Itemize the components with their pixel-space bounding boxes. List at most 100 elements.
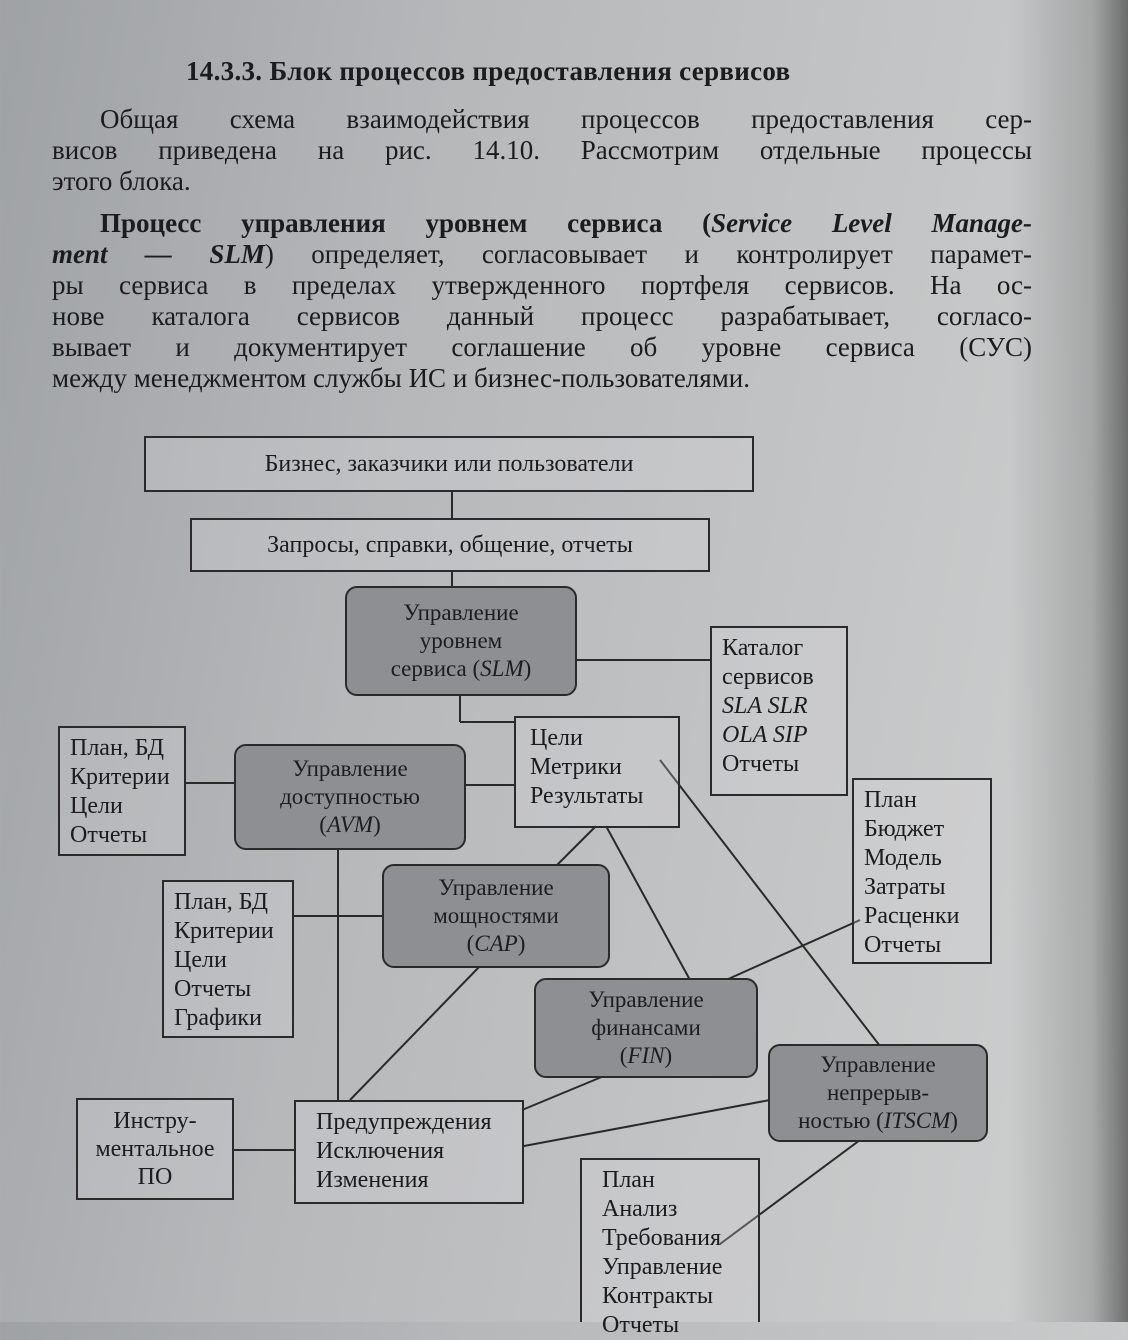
itscm-output-item: Анализ [602,1196,678,1222]
itscm-output-item: План [602,1167,655,1193]
avm-line: Управление [292,756,408,781]
goals-box: Цели Метрики Результаты [514,716,680,828]
cap-line: (CAP) [466,931,526,956]
avm-input-item: Отчеты [70,822,148,848]
cap-input-item: Цели [174,947,227,973]
paragraph-line-second: ment — SLM) определяет, согласовывает и … [52,239,1032,270]
alerts-box: Предупреждения Исключения Изменения [294,1100,524,1204]
avm-line: (AVM) [319,812,381,837]
fin-output-item: Модель [864,845,942,871]
section-heading: 14.3.3. Блок процессов предоставления се… [186,56,791,86]
itscm-line: ностью (ITSCM) [798,1107,958,1135]
fin-line: (FIN) [619,1043,673,1068]
slm-process: Управление уровнем сервиса (SLM) [345,586,577,696]
business-box: Бизнес, заказчики или пользователи [144,436,754,492]
paragraph-line: висов приведена на рис. 14.10. Рассмотри… [52,135,1032,165]
tools-line: ментальное [95,1136,215,1162]
fin-line: Управление [588,987,704,1012]
itscm-line: Управление [820,1052,936,1077]
catalog-item: OLA SIP [722,722,808,748]
fin-output-item: Отчеты [864,932,942,958]
paragraph-line: между менеджментом службы ИС и бизнес-по… [52,363,750,393]
page-edge-shadow [1008,0,1128,1322]
fin-output-item: Бюджет [864,816,945,842]
tools-box: Инстру- ментальное ПО [76,1098,234,1200]
tools-line: Инстру- [113,1108,197,1134]
itscm-output-item: Контракты [602,1283,714,1309]
cap-input-item: Критерии [174,918,274,944]
avm-inputs-box: План, БД Критерии Цели Отчеты [58,726,186,856]
slm-line: уровнем [419,628,503,653]
cap-inputs-box: План, БД Критерии Цели Отчеты Графики [162,880,294,1038]
catalog-item: SLA SLR [722,693,808,719]
slm-term-english-end: ment — SLM [52,239,265,269]
catalog-item: Отчеты [722,751,800,777]
connector [523,1099,771,1147]
avm-input-item: План, БД [70,735,165,761]
avm-process: Управление доступностью (AVM) [234,744,466,850]
connector [659,759,881,1047]
itscm-label-text: ностью ( [798,1108,884,1133]
itscm-abbr: ITSCM [883,1108,951,1133]
cap-input-item: План, БД [174,889,269,915]
connector [555,825,597,867]
requests-box: Запросы, справки, общение, отчеты [190,518,710,572]
fin-output-item: План [864,787,917,813]
alerts-item: Исключения [316,1138,445,1164]
slm-line: Управление [403,600,519,625]
tools-line: ПО [137,1164,173,1190]
avm-input-item: Критерии [70,764,170,790]
alerts-item: Предупреждения [316,1109,492,1135]
fin-output-item: Расценки [864,903,960,929]
paragraph-line: нове каталога сервисов данный процесс ра… [52,301,1032,331]
cap-process: Управление мощностями (CAP) [382,864,610,968]
slm-line: сервиса (SLM) [391,655,532,683]
itscm-outputs-box: План Анализ Требования Управление Контра… [580,1158,760,1338]
connector [605,825,691,981]
itscm-close: ) [950,1108,958,1133]
paragraph-intro: Общая схема взаимодействия процессов пре… [52,104,1032,197]
itscm-process: Управление непрерыв- ностью (ITSCM) [768,1044,988,1142]
slm-close: ) [523,656,532,681]
alerts-item: Изменения [316,1167,429,1193]
itscm-line: непрерыв- [826,1080,929,1105]
connector [521,1075,605,1111]
cap-line: Управление [438,875,554,900]
paragraph-line-first: Процесс управления уровнем сервиса (Serv… [52,208,1032,239]
fin-output-item: Затраты [864,874,946,900]
slm-term-english: Service Level Manage- [711,208,1033,238]
goals-item: Результаты [530,783,644,809]
itscm-output-item: Управление [602,1254,723,1280]
fin-line: финансами [591,1015,701,1040]
goals-item: Цели [530,725,583,751]
cap-input-item: Графики [174,1005,262,1031]
catalog-item: сервисов [722,664,814,690]
fin-process: Управление финансами (FIN) [534,978,758,1078]
cap-abbr: CAP [474,931,518,956]
catalog-box: Каталог сервисов SLA SLR OLA SIP Отчеты [710,626,848,796]
paragraph-slm: Процесс управления уровнем сервиса (Serv… [52,208,1032,394]
connector [725,919,861,981]
itscm-output-item: Отчеты [602,1312,680,1338]
cap-input-item: Отчеты [174,976,252,1002]
fin-abbr: FIN [627,1043,665,1068]
avm-line: доступностью [280,784,420,809]
slm-term: Процесс управления уровнем сервиса ( [100,208,712,238]
connector [719,1139,861,1245]
cap-line: мощностями [433,903,559,928]
slm-abbr: SLM [480,656,524,681]
paragraph-line: Общая схема взаимодействия процессов пре… [100,104,1032,134]
paragraph-line: ры сервиса в пределах утвержденного порт… [52,270,1032,300]
slm-label-text: сервиса ( [390,656,481,681]
goals-item: Метрики [530,754,622,780]
catalog-item: Каталог [722,635,804,661]
paragraph-line: этого блока. [52,166,191,196]
fin-outputs-box: План Бюджет Модель Затраты Расценки Отче… [852,778,992,964]
connector [349,965,481,1101]
paragraph-text: ) определяет, согласовывает и контролиру… [264,239,1032,269]
paragraph-line: вывает и документирует соглашение об уро… [52,332,1032,362]
avm-input-item: Цели [70,793,123,819]
itscm-output-item: Требования [602,1225,722,1251]
avm-abbr: AVM [326,812,374,837]
